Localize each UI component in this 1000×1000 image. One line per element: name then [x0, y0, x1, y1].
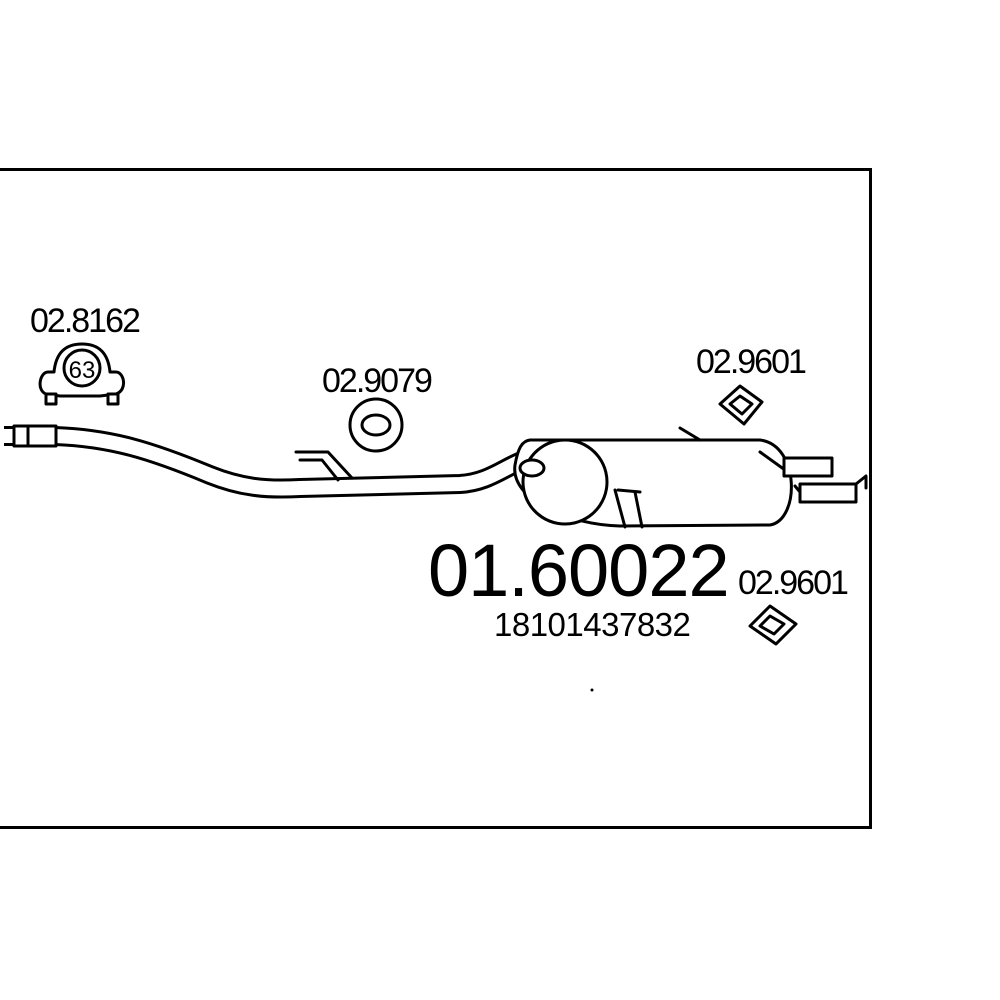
rubber-mount-icon: [718, 384, 764, 426]
oem-number: 18101437832: [494, 606, 690, 643]
main-part-number: 01.60022: [428, 529, 729, 612]
part-02-9601-lower: 02.9601: [738, 564, 850, 646]
part-label: 02.8162: [30, 302, 140, 340]
part-label: 02.9601: [738, 564, 848, 602]
rear-muffler: [513, 426, 868, 529]
part-02-9601-upper: 02.9601: [696, 343, 808, 426]
rubber-mount-icon: [748, 604, 798, 646]
exhaust-pipe: [4, 424, 542, 499]
ring-gasket-icon: [348, 397, 404, 453]
part-02-9079: 02.9079: [322, 362, 434, 453]
part-label: 02.9601: [696, 343, 806, 381]
part-label: 02.9079: [322, 362, 432, 400]
clamp-icon: 63: [38, 342, 125, 406]
part-02-8162: 02.8162 63: [30, 302, 142, 406]
dot-mark: [590, 688, 594, 692]
clamp-size-badge: 63: [69, 357, 96, 384]
diagram-frame: [0, 168, 872, 829]
